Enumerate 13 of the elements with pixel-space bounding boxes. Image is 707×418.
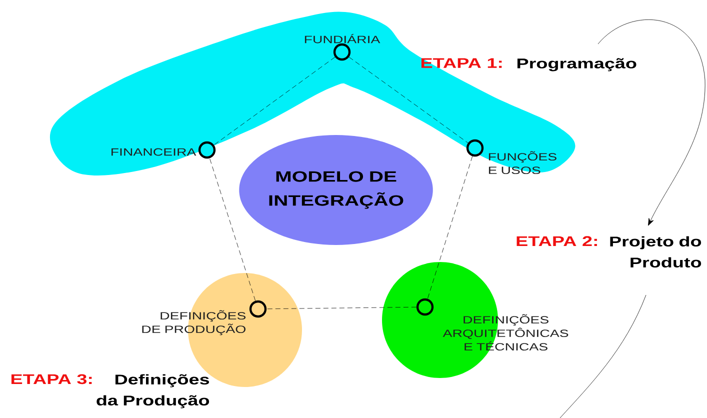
- connector-line: [214, 56, 336, 146]
- stage-label: ETAPA 2:: [516, 236, 597, 246]
- node-label: DEFINIÇÕES DE PRODUÇÃO: [142, 310, 246, 336]
- connector-line: [209, 158, 256, 301]
- stage-label: Definições da Produção: [96, 374, 210, 408]
- node-label: FINANCEIRA: [112, 148, 196, 156]
- connector-line: [427, 156, 473, 299]
- connector-line: [266, 306, 417, 310]
- stage-label: Projeto do Produto: [610, 236, 702, 268]
- connector-line: [348, 56, 468, 144]
- stage-label: ETAPA 3:: [11, 374, 92, 384]
- node-label: FUNDIÁRIA: [304, 34, 380, 44]
- stage-label: Programação: [517, 58, 636, 72]
